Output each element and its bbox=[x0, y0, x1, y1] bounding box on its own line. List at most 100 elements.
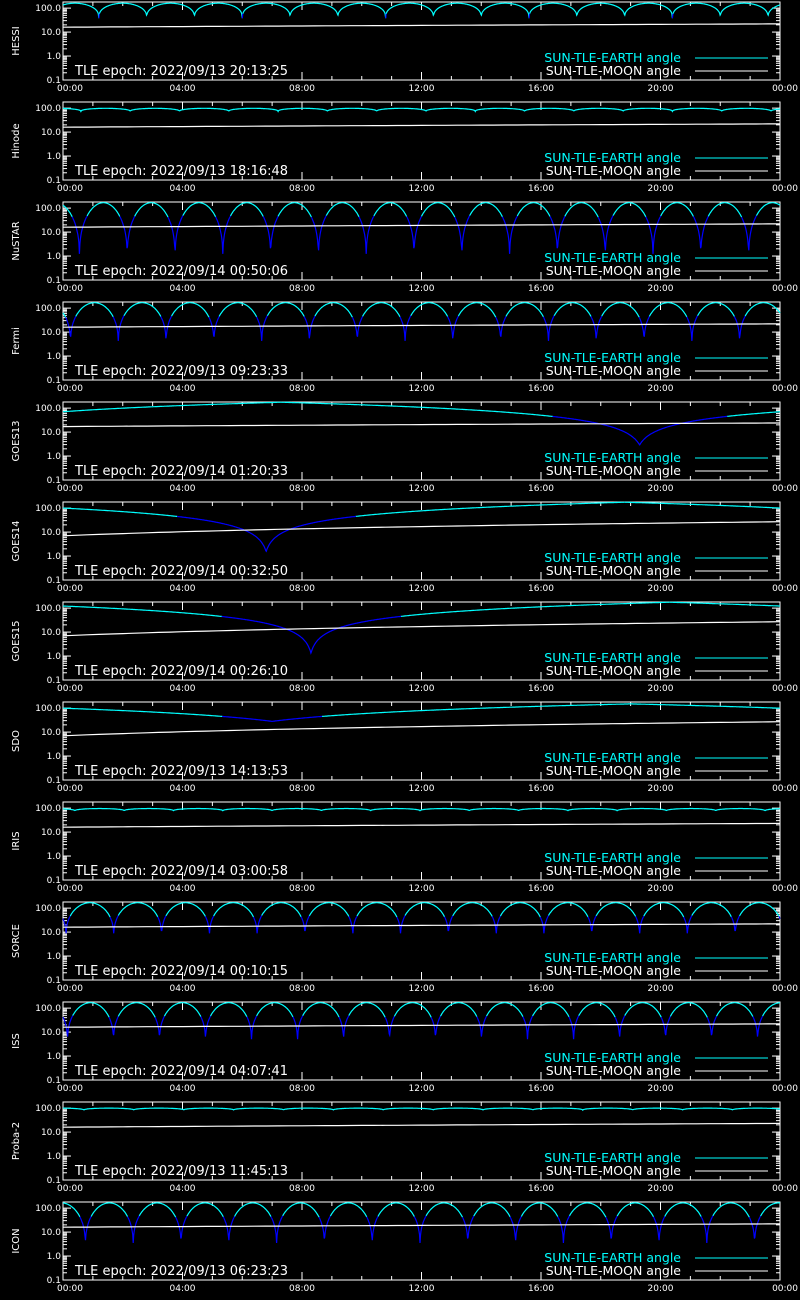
series-line-sun-tle-earth bbox=[532, 1002, 570, 1018]
x-tick-label: 04:00 bbox=[170, 684, 196, 694]
x-tick-label: 08:00 bbox=[289, 784, 315, 794]
series-line-sun-tle-earth bbox=[420, 202, 456, 218]
satellite-label: GOES13 bbox=[11, 420, 22, 461]
series-line-sun-tle-earth bbox=[167, 215, 184, 251]
series-line-sun-tle-moon bbox=[62, 223, 780, 228]
series-line-sun-tle-earth bbox=[209, 1002, 248, 1018]
series-line-sun-tle-earth bbox=[90, 1202, 129, 1217]
x-tick-label: 00:00 bbox=[57, 584, 83, 594]
series-line-sun-tle-earth bbox=[86, 202, 121, 217]
series-line-sun-tle-earth bbox=[154, 1015, 165, 1036]
x-tick-label: 00:00 bbox=[772, 884, 798, 894]
series-line-sun-tle-earth bbox=[648, 302, 688, 318]
series-line-sun-tle-earth bbox=[318, 1215, 331, 1239]
x-tick-label: 16:00 bbox=[528, 684, 554, 694]
series-line-sun-tle-earth bbox=[63, 1202, 81, 1218]
series-line-sun-tle-earth bbox=[112, 315, 125, 341]
x-tick-label: 20:00 bbox=[648, 1284, 674, 1294]
series-line-sun-tle-earth bbox=[683, 915, 693, 934]
y-tick-label: 1.0 bbox=[47, 552, 62, 562]
x-tick-label: 08:00 bbox=[289, 184, 315, 194]
x-tick-label: 08:00 bbox=[289, 984, 315, 994]
legend-label-earth: SUN-TLE-EARTH angle bbox=[544, 150, 681, 165]
y-tick-label: 1.0 bbox=[47, 452, 62, 462]
legend-label-moon: SUN-TLE-MOON angle bbox=[546, 263, 682, 278]
series-line-sun-tle-earth bbox=[443, 915, 454, 932]
y-tick-label: 100.0 bbox=[35, 304, 61, 314]
y-tick-label: 0.1 bbox=[47, 976, 61, 986]
tle-epoch-label: TLE epoch: 2022/09/13 14:13:53 bbox=[74, 764, 288, 779]
x-tick-label: 00:00 bbox=[772, 284, 798, 294]
series-line-sun-tle-earth bbox=[752, 1015, 764, 1037]
series-line-sun-tle-earth bbox=[552, 415, 728, 446]
legend-label-earth: SUN-TLE-EARTH angle bbox=[544, 450, 681, 465]
series-line-sun-tle-earth bbox=[568, 1202, 607, 1218]
y-tick-label: 100.0 bbox=[35, 604, 61, 614]
series-line-sun-tle-earth bbox=[547, 902, 589, 918]
x-tick-label: 20:00 bbox=[648, 984, 674, 994]
series-line-sun-tle-earth bbox=[63, 707, 223, 718]
series-line-sun-tle-earth bbox=[177, 515, 356, 553]
y-tick-label: 0.1 bbox=[47, 1076, 61, 1086]
series-line-sun-tle-moon bbox=[62, 323, 780, 328]
y-tick-label: 100.0 bbox=[35, 804, 61, 814]
series-line-sun-tle-earth bbox=[578, 1002, 616, 1018]
series-line-sun-tle-earth bbox=[499, 902, 541, 918]
series-line-sun-tle-earth bbox=[322, 703, 780, 718]
x-tick-label: 08:00 bbox=[289, 1284, 315, 1294]
series-line-sun-tle-earth bbox=[252, 915, 263, 934]
x-tick-label: 04:00 bbox=[170, 484, 196, 494]
series-line-sun-tle-earth bbox=[69, 902, 111, 918]
series-line-sun-tle-earth bbox=[522, 1015, 534, 1040]
x-tick-label: 00:00 bbox=[57, 984, 83, 994]
x-tick-label: 12:00 bbox=[409, 784, 435, 794]
x-tick-label: 16:00 bbox=[528, 884, 554, 894]
x-tick-label: 00:00 bbox=[772, 984, 798, 994]
x-tick-label: 04:00 bbox=[170, 1184, 196, 1194]
series-line-sun-tle-earth bbox=[410, 302, 449, 317]
y-tick-label: 0.1 bbox=[47, 76, 61, 86]
series-line-sun-tle-earth bbox=[672, 2, 781, 17]
x-tick-label: 12:00 bbox=[409, 84, 435, 94]
series-line-sun-tle-earth bbox=[241, 13, 244, 19]
series-line-sun-tle-earth bbox=[325, 202, 360, 218]
series-line-sun-tle-earth bbox=[109, 915, 119, 934]
series-line-sun-tle-earth bbox=[590, 315, 603, 339]
x-tick-label: 20:00 bbox=[648, 84, 674, 94]
series-line-sun-tle-earth bbox=[98, 13, 100, 19]
series-line-sun-tle-earth bbox=[669, 1002, 708, 1018]
x-tick-label: 00:00 bbox=[57, 384, 83, 394]
x-tick-label: 04:00 bbox=[170, 284, 196, 294]
y-tick-label: 1.0 bbox=[47, 952, 62, 962]
series-line-sun-tle-earth bbox=[539, 915, 550, 934]
x-tick-label: 16:00 bbox=[528, 484, 554, 494]
series-line-sun-tle-earth bbox=[63, 507, 178, 518]
y-tick-label: 1.0 bbox=[47, 252, 62, 262]
series-line-sun-tle-earth bbox=[62, 605, 222, 618]
y-tick-label: 0.1 bbox=[47, 376, 61, 386]
series-line-sun-tle-earth bbox=[553, 302, 592, 317]
y-tick-label: 1.0 bbox=[47, 52, 62, 62]
satellite-label: Hinode bbox=[11, 123, 22, 158]
legend-label-moon: SUN-TLE-MOON angle bbox=[546, 363, 682, 378]
series-line-sun-tle-earth bbox=[221, 615, 401, 655]
series-line-sun-tle-earth bbox=[373, 202, 408, 217]
series-line-sun-tle-earth bbox=[98, 2, 243, 19]
series-line-sun-tle-earth bbox=[71, 215, 88, 254]
y-tick-label: 1.0 bbox=[47, 152, 62, 162]
series-line-sun-tle-earth bbox=[246, 1015, 258, 1040]
series-line-sun-tle-earth bbox=[755, 202, 781, 216]
series-line-sun-tle-earth bbox=[393, 1002, 432, 1018]
satellite-label: GOES15 bbox=[11, 620, 22, 661]
y-tick-label: 10.0 bbox=[41, 128, 61, 138]
series-line-sun-tle-earth bbox=[134, 202, 169, 218]
y-tick-label: 0.1 bbox=[47, 476, 61, 486]
